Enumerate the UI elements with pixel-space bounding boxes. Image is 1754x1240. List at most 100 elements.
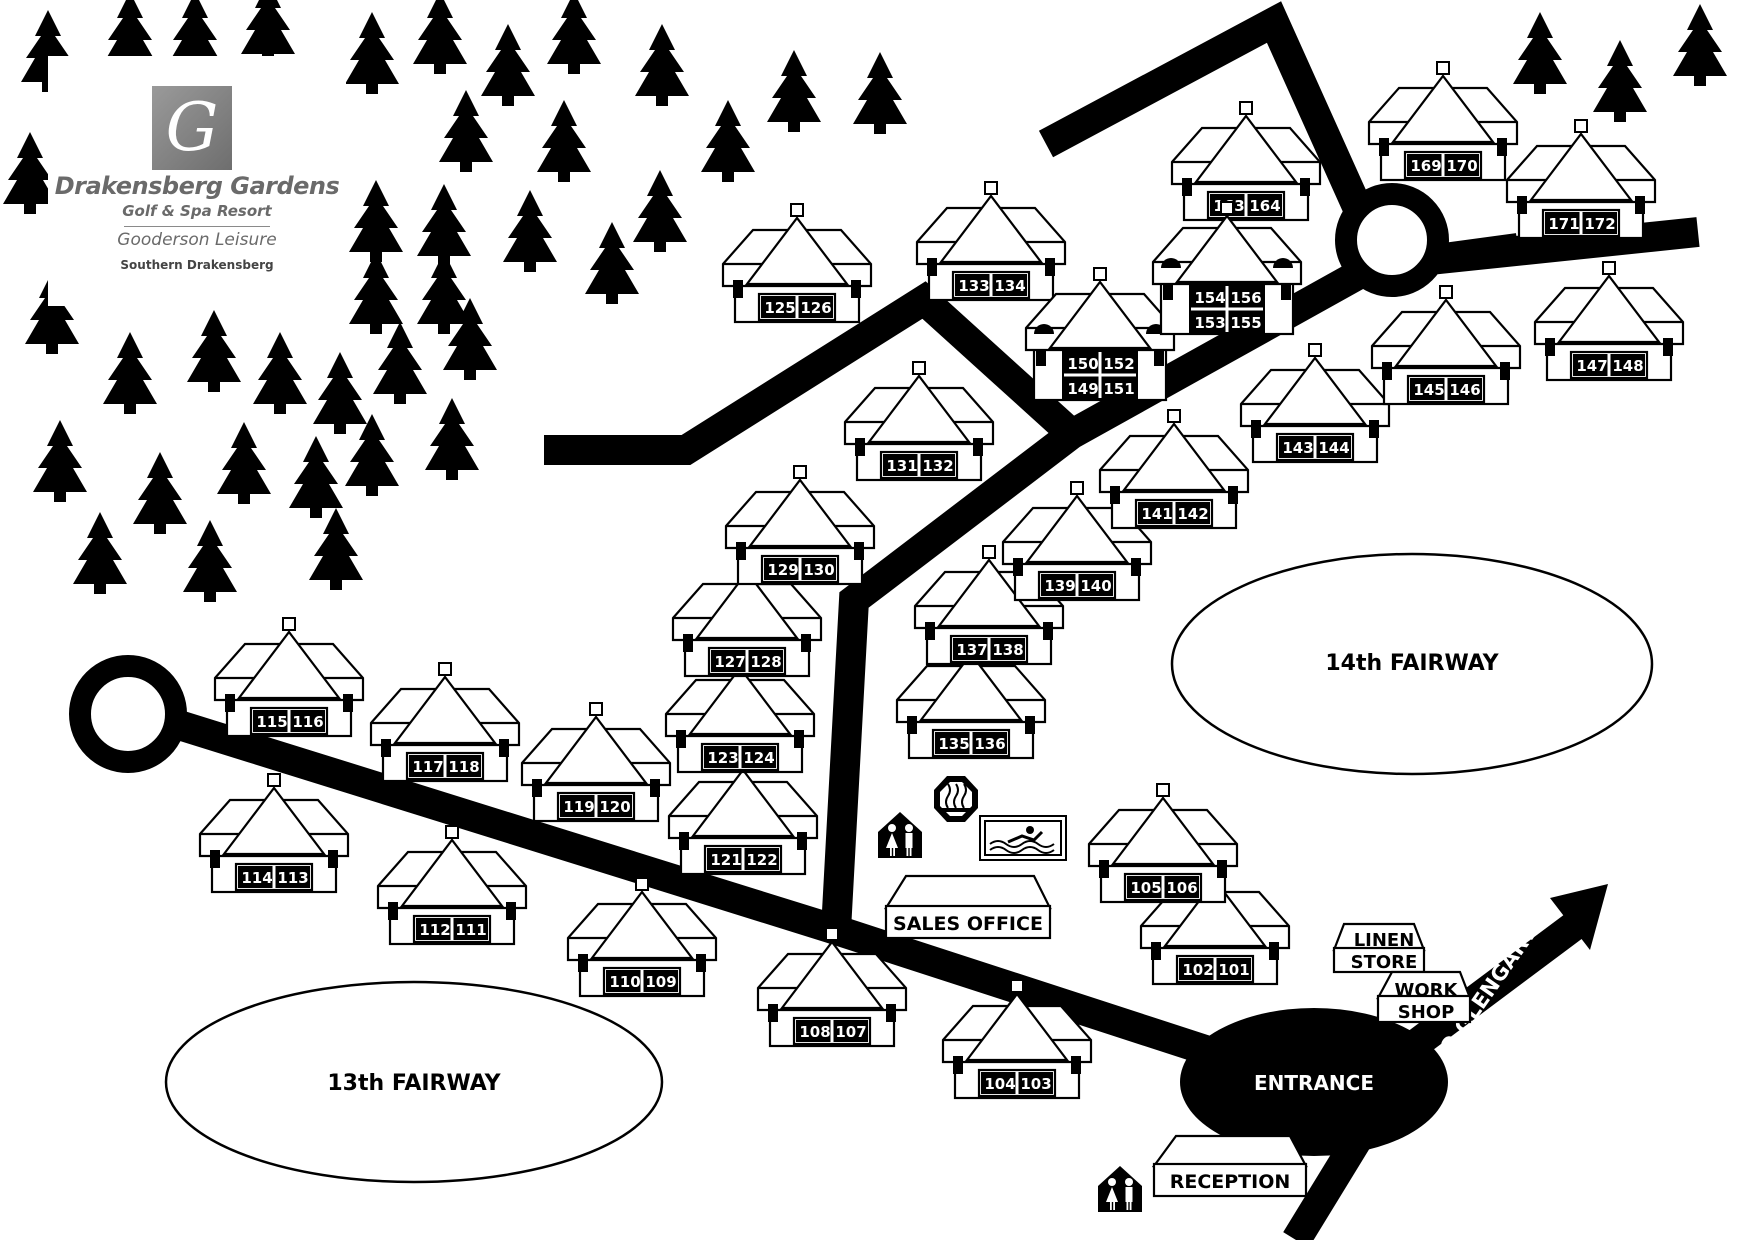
pine-tree-icon — [313, 352, 367, 434]
pine-tree-icon — [1513, 12, 1567, 94]
chalet-125-126[interactable]: 125 126 — [721, 202, 873, 324]
pine-tree-icon — [241, 0, 295, 64]
chalet-135-136[interactable]: 135 136 — [895, 638, 1047, 760]
unit-label: 128 — [750, 653, 781, 671]
chalet-137-138[interactable]: 137 138 — [913, 544, 1065, 666]
chalet-141-142[interactable]: 141 142 — [1098, 408, 1250, 530]
chalet-104-103[interactable]: 104 103 — [941, 978, 1093, 1100]
unit-label: 132 — [922, 457, 953, 475]
chalet-105-106[interactable]: 105 106 — [1087, 782, 1239, 904]
chalet-145-146[interactable]: 145 146 — [1370, 284, 1522, 406]
pine-tree-icon — [439, 90, 493, 172]
chalet-150-152-149-151[interactable]: 150 152 149 151 — [1024, 266, 1176, 402]
unit-label: 127 — [714, 653, 745, 671]
pine-tree-icon — [635, 24, 689, 106]
unit-label: 125 — [764, 299, 795, 317]
unit-label: 105 — [1130, 879, 1161, 897]
pine-tree-icon — [481, 24, 535, 106]
unit-label: 110 — [609, 973, 640, 991]
unit-label: 155 — [1230, 314, 1261, 332]
chalet-112-111[interactable]: 112 111 — [376, 824, 528, 946]
unit-label: 123 — [707, 749, 738, 767]
chalet-131-132[interactable]: 131 132 — [843, 360, 995, 482]
unit-label: 144 — [1318, 439, 1349, 457]
unit-label: 170 — [1446, 157, 1477, 175]
pine-tree-icon — [503, 190, 557, 272]
unit-label: 130 — [803, 561, 834, 579]
unit-label: 146 — [1449, 381, 1480, 399]
chalet-114-113[interactable]: 114 113 — [198, 772, 350, 894]
unit-label: 107 — [835, 1023, 866, 1041]
unit-label: 106 — [1166, 879, 1197, 897]
fairway-13-label: 13th FAIRWAY — [327, 1071, 501, 1096]
pine-tree-icon — [253, 332, 307, 414]
west-roundabout — [69, 655, 187, 773]
chalet-133-134[interactable]: 133 134 — [915, 180, 1067, 302]
glengary-arrow — [1407, 884, 1608, 1057]
chalet-143-144[interactable]: 143 144 — [1239, 342, 1391, 464]
pine-tree-icon — [349, 180, 403, 262]
unit-label: 131 — [886, 457, 917, 475]
pine-tree-icon — [309, 508, 363, 590]
chalet-163-164[interactable]: 163 164 — [1170, 100, 1322, 222]
pine-tree-icon — [345, 12, 399, 94]
unit-label: 145 — [1413, 381, 1444, 399]
chalet-154-156-153-155[interactable]: 154 156 153 155 — [1151, 200, 1303, 336]
unit-label: 104 — [984, 1075, 1015, 1093]
unit-label: 120 — [599, 798, 630, 816]
unit-label: 143 — [1282, 439, 1313, 457]
unit-label: 150 — [1067, 355, 1098, 373]
resort-logo: G Drakensberg Gardens Golf & Spa Resort … — [48, 56, 346, 306]
unit-label: 171 — [1548, 215, 1579, 233]
pine-tree-icon — [413, 0, 467, 74]
resort-name: Drakensberg Gardens — [54, 172, 340, 200]
unit-label: 119 — [563, 798, 594, 816]
unit-label: 135 — [938, 735, 969, 753]
chalet-119-120[interactable]: 119 120 — [520, 701, 672, 823]
chalet-147-148[interactable]: 147 148 — [1533, 260, 1685, 382]
restroom-icon[interactable] — [878, 812, 922, 858]
sauna-icon[interactable] — [934, 776, 978, 822]
chalet-129-130[interactable]: 129 130 — [724, 464, 876, 586]
unit-label: 121 — [710, 851, 741, 869]
unit-label: 101 — [1218, 961, 1249, 979]
pine-tree-icon — [187, 310, 241, 392]
chalet-108-107[interactable]: 108 107 — [756, 926, 908, 1048]
work-shop[interactable]: WORK SHOP — [1376, 970, 1472, 1024]
chalet-110-109[interactable]: 110 109 — [566, 876, 718, 998]
unit-label: 154 — [1194, 289, 1225, 307]
unit-label: 152 — [1103, 355, 1134, 373]
unit-label: 109 — [645, 973, 676, 991]
chalet-117-118[interactable]: 117 118 — [369, 661, 521, 783]
unit-label: 141 — [1141, 505, 1172, 523]
resort-subtitle: Golf & Spa Resort — [122, 202, 272, 220]
chalet-115-116[interactable]: 115 116 — [213, 616, 365, 738]
pine-tree-icon — [349, 252, 403, 334]
pine-tree-icon — [547, 0, 601, 74]
reception[interactable]: RECEPTION — [1151, 1134, 1308, 1198]
chalet-139-140[interactable]: 139 140 — [1001, 480, 1153, 602]
chalet-123-124[interactable]: 123 124 — [664, 652, 816, 774]
fairway-14 — [1170, 552, 1654, 776]
pine-tree-icon — [767, 50, 821, 132]
chalet-171-172[interactable]: 171 172 — [1505, 118, 1657, 240]
chalet-121-122[interactable]: 121 122 — [667, 754, 819, 876]
pine-tree-icon — [373, 322, 427, 404]
chalet-169-170[interactable]: 169 170 — [1367, 60, 1519, 182]
pine-tree-icon — [1673, 4, 1727, 86]
brand-mark: G — [165, 89, 219, 166]
chalet-102-101[interactable]: 102 101 — [1139, 864, 1291, 986]
pine-tree-icon — [217, 422, 271, 504]
pine-tree-icon — [853, 52, 907, 134]
restroom-icon[interactable] — [1098, 1166, 1142, 1212]
swimmer-icon[interactable] — [979, 815, 1067, 861]
unit-label: 164 — [1249, 197, 1280, 215]
pine-tree-icon — [345, 414, 399, 496]
sales-office[interactable]: SALES OFFICE — [884, 874, 1052, 940]
linen-store[interactable]: LINEN STORE — [1332, 922, 1426, 974]
region-name: Southern Drakensberg — [120, 258, 274, 272]
fairway-14-label: 14th FAIRWAY — [1325, 651, 1499, 676]
chalet-127-128[interactable]: 127 128 — [671, 556, 823, 678]
work-shop-label: WORK — [1395, 980, 1459, 1001]
